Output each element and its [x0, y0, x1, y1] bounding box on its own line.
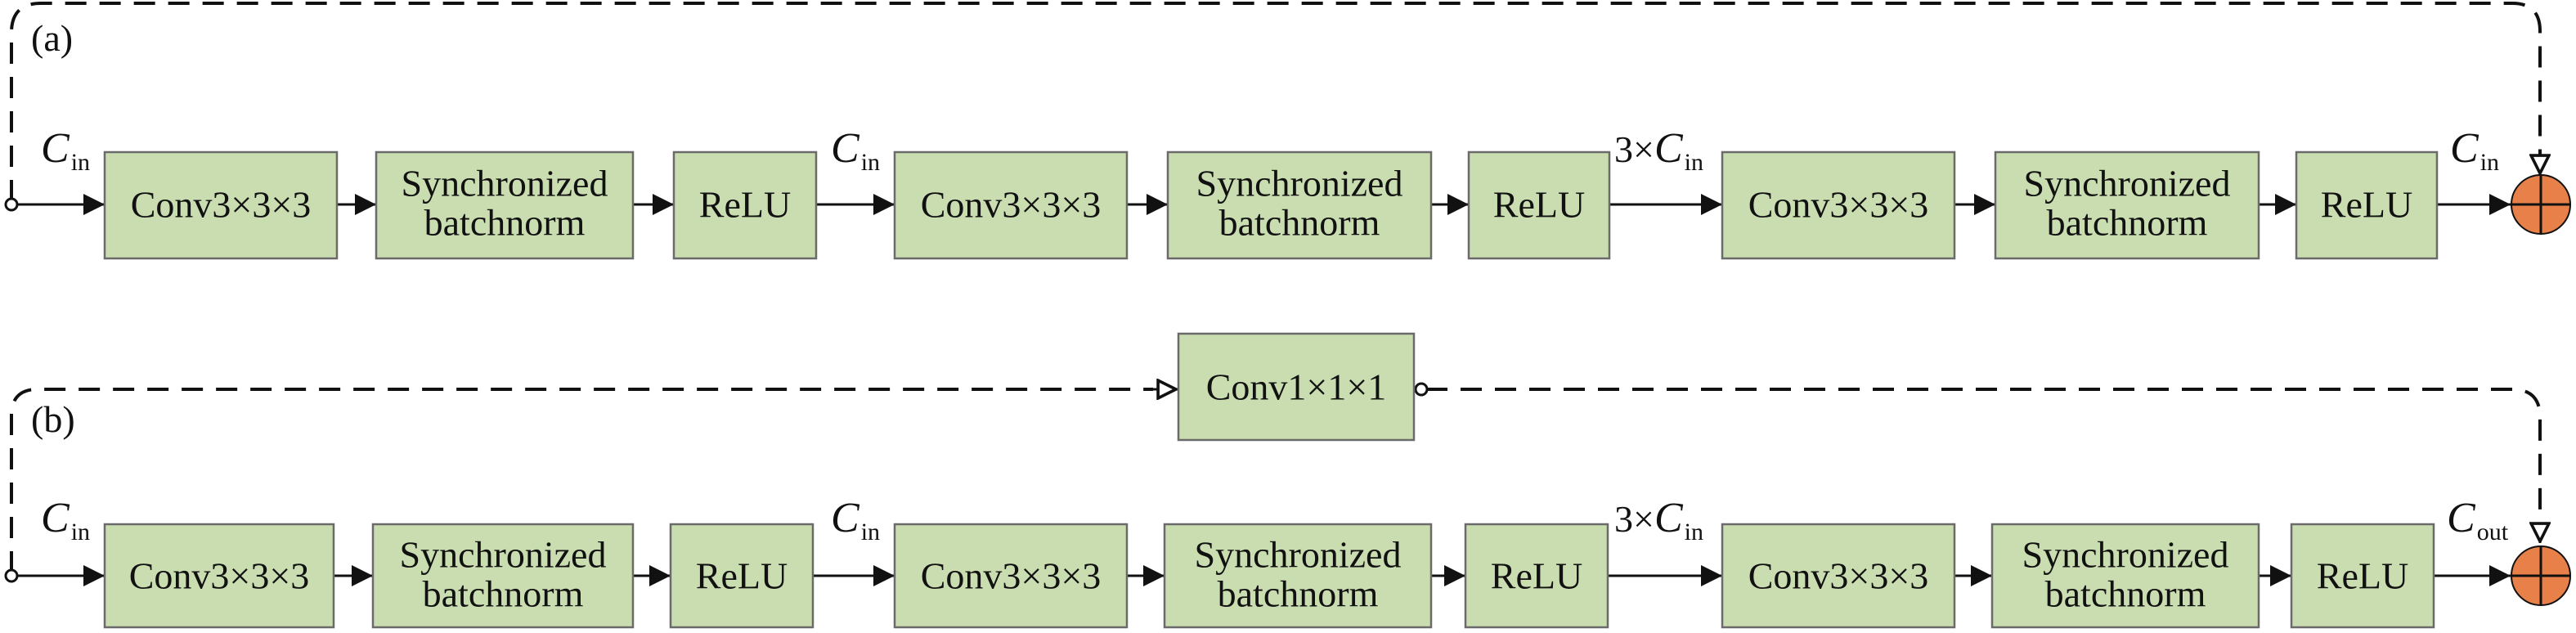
panel-a-block-5 [1467, 150, 1611, 260]
panel-a-block-1-label-line-1: batchnorm [424, 202, 586, 244]
panel-a-block-5-label: ReLU [1493, 184, 1585, 226]
panel-a-block-6 [1721, 150, 1956, 260]
panel-a-block-7 [1994, 150, 2260, 260]
panel-b-block-7 [1990, 523, 2260, 629]
panel-a-block-3-label: Conv3×3×3 [921, 184, 1102, 226]
panel-a-block-4-label-line-1: batchnorm [1219, 202, 1380, 244]
panel-b: (b) Conv1×1×1 Conv3×3×3Synchronizedbatch… [4, 332, 2571, 629]
panel-b-tag: (b) [31, 398, 75, 440]
panel-a-block-0-label: Conv3×3×3 [131, 184, 312, 226]
panel-a-block-3 [893, 150, 1129, 260]
panel-b-block-4-label-line-0: Synchronized [1195, 534, 1402, 576]
panel-a-block-1 [375, 150, 635, 260]
panel-b-channel-label-1: Cin [831, 495, 880, 545]
panel-a-block-7-label-line-0: Synchronized [2024, 163, 2231, 204]
panel-a-block-8 [2295, 150, 2439, 260]
panel-b-block-6 [1721, 523, 1956, 629]
panel-b-block-0-label: Conv3×3×3 [129, 555, 310, 597]
panel-a-block-7-label-line-1: batchnorm [2047, 202, 2208, 244]
panel-a-channel-label-2: 3×Cin [1614, 125, 1703, 176]
panel-b-block-2 [669, 523, 815, 629]
panel-a-block-4 [1166, 150, 1433, 260]
panel-b-block-2-label: ReLU [696, 555, 788, 597]
panel-b-channel-label-0: Cin [41, 495, 90, 545]
panel-b-block-5-label: ReLU [1491, 555, 1582, 597]
panel-b-block-8 [2290, 523, 2435, 629]
conv1x1x1-block [1177, 332, 1416, 442]
panel-a-input-node [4, 197, 19, 212]
panel-b-block-7-label-line-1: batchnorm [2045, 573, 2206, 615]
panel-a-channel-label-0: Cin [41, 125, 90, 176]
panel-b-block-0 [103, 523, 335, 629]
panel-a-block-4-label-line-0: Synchronized [1196, 163, 1403, 204]
panel-b-shortcut-output-node [1414, 382, 1429, 397]
panel-a-block-6-label: Conv3×3×3 [1748, 184, 1929, 226]
panel-a-skip-connection [10, 2, 2542, 201]
panel-a-block-2 [672, 150, 818, 260]
panel-b-skip-out [1426, 388, 2542, 538]
panel-a-block-2-label: ReLU [699, 184, 791, 226]
conv1x1x1-label: Conv1×1×1 [1206, 366, 1387, 408]
panel-b-block-4-label-line-1: batchnorm [1218, 573, 1379, 615]
panel-b-block-1-label-line-1: batchnorm [423, 573, 584, 615]
panel-b-block-7-label-line-0: Synchronized [2022, 534, 2229, 576]
panel-b-skip-in [10, 388, 1153, 572]
panel-b-block-3 [893, 523, 1129, 629]
panel-b-block-6-label: Conv3×3×3 [1748, 555, 1929, 597]
panel-b-channel-label-3: Cout [2447, 495, 2509, 545]
panel-a-tag: (a) [31, 17, 73, 59]
panel-a-block-1-label-line-0: Synchronized [402, 163, 608, 204]
panel-a-channel-label-3: Cin [2450, 125, 2499, 176]
panel-b-block-1 [371, 523, 635, 629]
panel-b-block-1-label-line-0: Synchronized [400, 534, 607, 576]
panel-b-block-8-label: ReLU [2317, 555, 2408, 597]
panel-b-block-5 [1464, 523, 1609, 629]
panel-b-block-4 [1163, 523, 1433, 629]
panel-b-block-3-label: Conv3×3×3 [921, 555, 1102, 597]
panel-a-block-0 [103, 150, 339, 260]
panel-b-channel-label-2: 3×Cin [1614, 495, 1703, 545]
panel-a-channel-label-1: Cin [831, 125, 880, 176]
panel-a-block-8-label: ReLU [2321, 184, 2412, 226]
panel-b-input-node [4, 568, 19, 583]
